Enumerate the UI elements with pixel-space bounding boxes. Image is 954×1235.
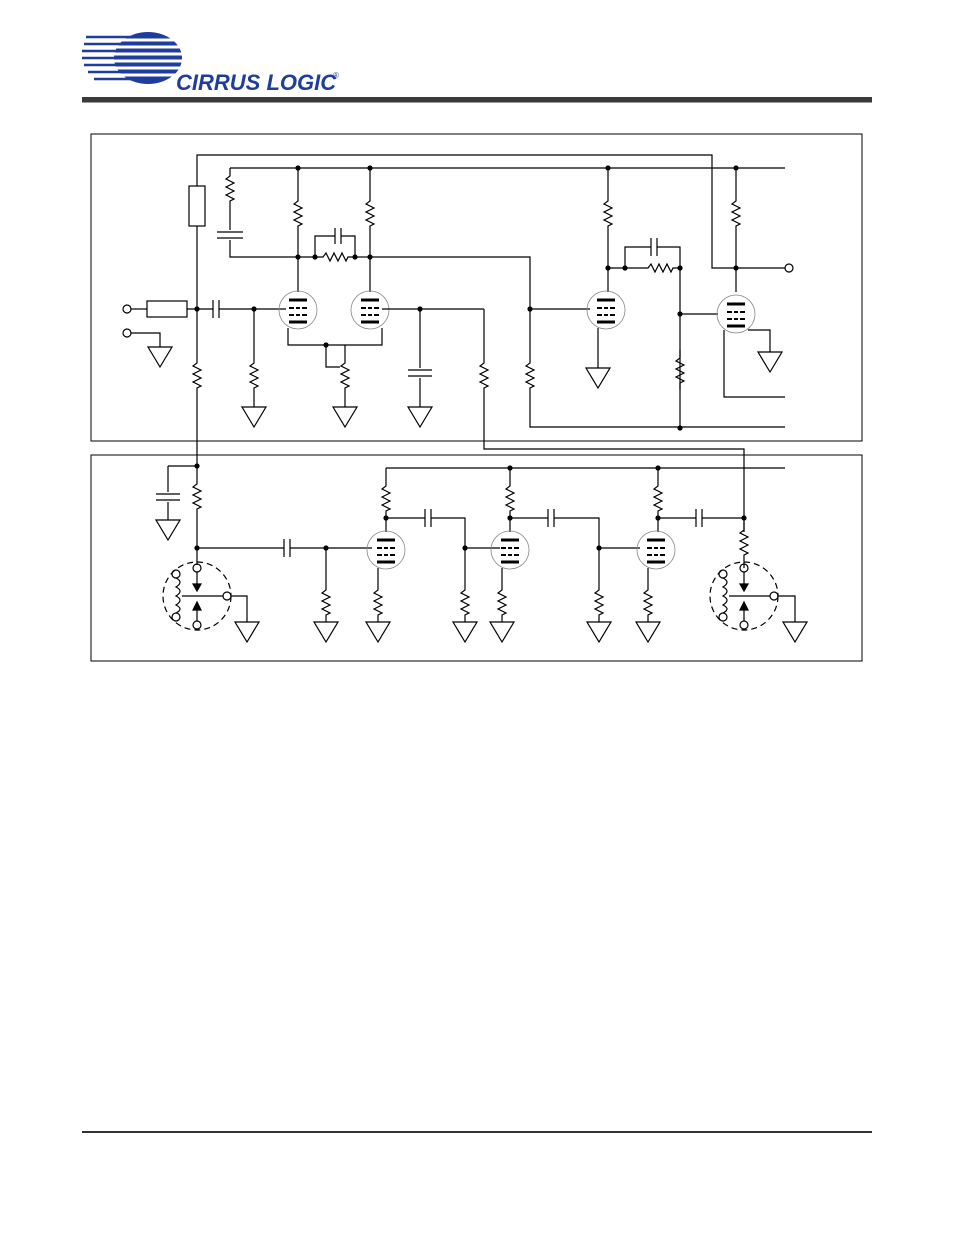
upper-amplifier-panel (91, 134, 862, 441)
lower-circuit (156, 466, 807, 642)
footer-rule (82, 1131, 872, 1133)
junction-dots-lower (194, 463, 746, 550)
upper-circuit (123, 155, 793, 532)
circuit-schematic (0, 0, 954, 700)
junction-dots-upper (194, 165, 738, 430)
